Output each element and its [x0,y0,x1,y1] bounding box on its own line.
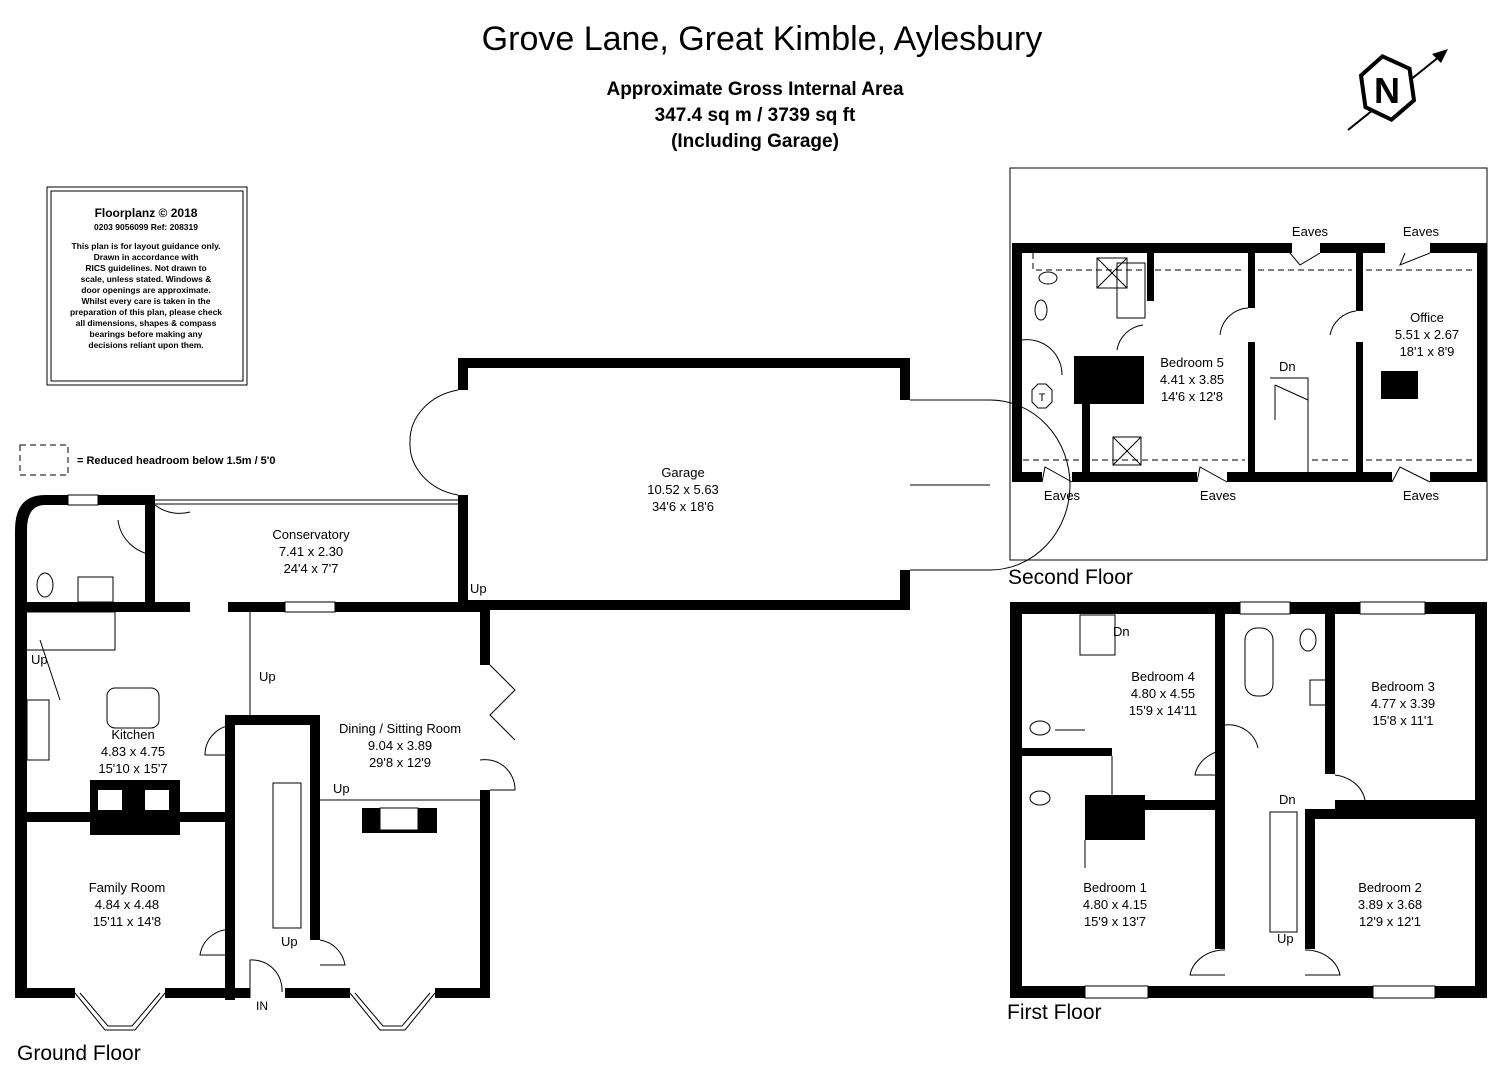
svg-text:Conservatory: Conservatory [272,527,350,542]
room-garage: Garage 10.52 x 5.63 34'6 x 18'6 [647,465,719,514]
eaves-label: Eaves [1403,224,1440,239]
svg-text:bearings before making any: bearings before making any [90,329,203,339]
svg-text:4.41 x 3.85: 4.41 x 3.85 [1160,372,1224,387]
svg-text:4.80 x 4.55: 4.80 x 4.55 [1131,686,1195,701]
north-arrow-icon: N [1347,49,1448,131]
room-bedroom-2: Bedroom 2 3.89 x 3.68 12'9 x 12'1 [1358,880,1422,929]
svg-text:3.89 x 3.68: 3.89 x 3.68 [1358,897,1422,912]
svg-text:4.80 x 4.15: 4.80 x 4.15 [1083,897,1147,912]
svg-text:15'9 x 14'11: 15'9 x 14'11 [1129,703,1197,718]
up-marker: Up [31,652,48,667]
svg-text:29'8 x 12'9: 29'8 x 12'9 [369,755,431,770]
svg-text:Dining / Sitting Room: Dining / Sitting Room [339,721,461,736]
headroom-legend: = Reduced headroom below 1.5m / 5'0 [19,444,276,476]
svg-text:7.41 x 2.30: 7.41 x 2.30 [279,544,343,559]
svg-text:Office: Office [1410,310,1444,325]
entrance-marker: IN [256,999,268,1013]
first-floor-label: First Floor [1007,1001,1102,1024]
eaves-label: Eaves [1044,488,1081,503]
svg-text:scale, unless stated. Windows: scale, unless stated. Windows & [81,274,212,284]
svg-text:Bedroom 2: Bedroom 2 [1358,880,1422,895]
svg-text:5.51 x 2.67: 5.51 x 2.67 [1395,327,1459,342]
eaves-label: Eaves [1200,488,1237,503]
room-bedroom-4: Bedroom 4 4.80 x 4.55 15'9 x 14'11 [1129,669,1197,718]
svg-text:Bedroom 1: Bedroom 1 [1083,880,1147,895]
svg-text:= Reduced headroom below 1.5m: = Reduced headroom below 1.5m / 5'0 [77,455,276,467]
room-kitchen: Kitchen 4.83 x 4.75 15'10 x 15'7 [98,727,167,776]
svg-text:15'9 x 13'7: 15'9 x 13'7 [1084,914,1146,929]
second-floor-plan: T [1009,167,1488,561]
svg-text:Garage: Garage [661,465,704,480]
svg-text:N: N [1374,70,1400,111]
tank-label: T [1039,392,1046,404]
svg-text:9.04 x 3.89: 9.04 x 3.89 [368,738,432,753]
svg-text:18'1 x 8'9: 18'1 x 8'9 [1400,344,1455,359]
room-bedroom-3: Bedroom 3 4.77 x 3.39 15'8 x 11'1 [1371,679,1435,728]
svg-text:This plan is for layout guidan: This plan is for layout guidance only. [71,241,220,251]
svg-text:preparation of this plan, plea: preparation of this plan, please check [70,307,222,317]
up-marker: Up [333,781,350,796]
up-marker: Up [281,934,298,949]
svg-text:15'11 x 14'8: 15'11 x 14'8 [93,914,161,929]
svg-text:15'10 x 15'7: 15'10 x 15'7 [98,761,167,776]
svg-text:Floorplanz © 2018: Floorplanz © 2018 [95,206,198,220]
svg-text:4.77 x 3.39: 4.77 x 3.39 [1371,696,1435,711]
svg-text:24'4 x 7'7: 24'4 x 7'7 [284,561,339,576]
down-marker: Dn [1279,792,1296,807]
svg-text:14'6 x 12'8: 14'6 x 12'8 [1161,389,1223,404]
svg-text:Bedroom 3: Bedroom 3 [1371,679,1435,694]
ground-floor-plan [15,358,1071,1031]
svg-text:Whilst every care is taken in: Whilst every care is taken in the [82,296,211,306]
room-family: Family Room 4.84 x 4.48 15'11 x 14'8 [89,880,166,929]
first-floor-plan [1010,601,1487,999]
down-marker: Dn [1113,624,1130,639]
svg-text:decisions reliant upon them.: decisions reliant upon them. [88,340,203,350]
up-marker: Up [259,669,276,684]
svg-text:door openings are approximate.: door openings are approximate. [81,285,210,295]
svg-text:all dimensions, shapes & compa: all dimensions, shapes & compass [76,318,217,328]
svg-text:4.83 x 4.75: 4.83 x 4.75 [101,744,165,759]
room-bedroom-1: Bedroom 1 4.80 x 4.15 15'9 x 13'7 [1083,880,1147,929]
second-floor-label: Second Floor [1008,566,1133,589]
svg-text:15'8 x 11'1: 15'8 x 11'1 [1372,713,1433,728]
disclaimer-box: Floorplanz © 2018 0203 9056099 Ref: 2083… [46,186,248,386]
svg-text:10.52 x 5.63: 10.52 x 5.63 [647,482,719,497]
svg-text:Kitchen: Kitchen [111,727,154,742]
eaves-label: Eaves [1292,224,1329,239]
up-marker: Up [1277,931,1294,946]
room-bedroom-5: Bedroom 5 4.41 x 3.85 14'6 x 12'8 [1160,355,1224,404]
svg-text:4.84 x 4.48: 4.84 x 4.48 [95,897,159,912]
ground-floor-label: Ground Floor [17,1042,141,1065]
svg-text:Family Room: Family Room [89,880,166,895]
up-marker: Up [470,581,487,596]
room-conservatory: Conservatory 7.41 x 2.30 24'4 x 7'7 [272,527,350,576]
svg-text:RICS guidelines. Not drawn to: RICS guidelines. Not drawn to [85,263,206,273]
down-marker: Dn [1279,359,1296,374]
svg-text:0203 9056099 Ref: 208319: 0203 9056099 Ref: 208319 [94,222,198,232]
plan-title: Grove Lane, Great Kimble, Aylesbury [482,20,1043,58]
svg-text:34'6 x 18'6: 34'6 x 18'6 [652,499,714,514]
area-note: (Including Garage) [671,131,839,152]
area-heading: Approximate Gross Internal Area [606,79,903,100]
svg-text:Bedroom 4: Bedroom 4 [1131,669,1195,684]
room-dining-sitting: Dining / Sitting Room 9.04 x 3.89 29'8 x… [339,721,461,770]
svg-text:Drawn in accordance with: Drawn in accordance with [94,252,199,262]
svg-text:Bedroom 5: Bedroom 5 [1160,355,1224,370]
svg-text:12'9 x 12'1: 12'9 x 12'1 [1359,914,1421,929]
eaves-label: Eaves [1403,488,1440,503]
room-office: Office 5.51 x 2.67 18'1 x 8'9 [1395,310,1459,359]
area-value: 347.4 sq m / 3739 sq ft [655,105,856,126]
